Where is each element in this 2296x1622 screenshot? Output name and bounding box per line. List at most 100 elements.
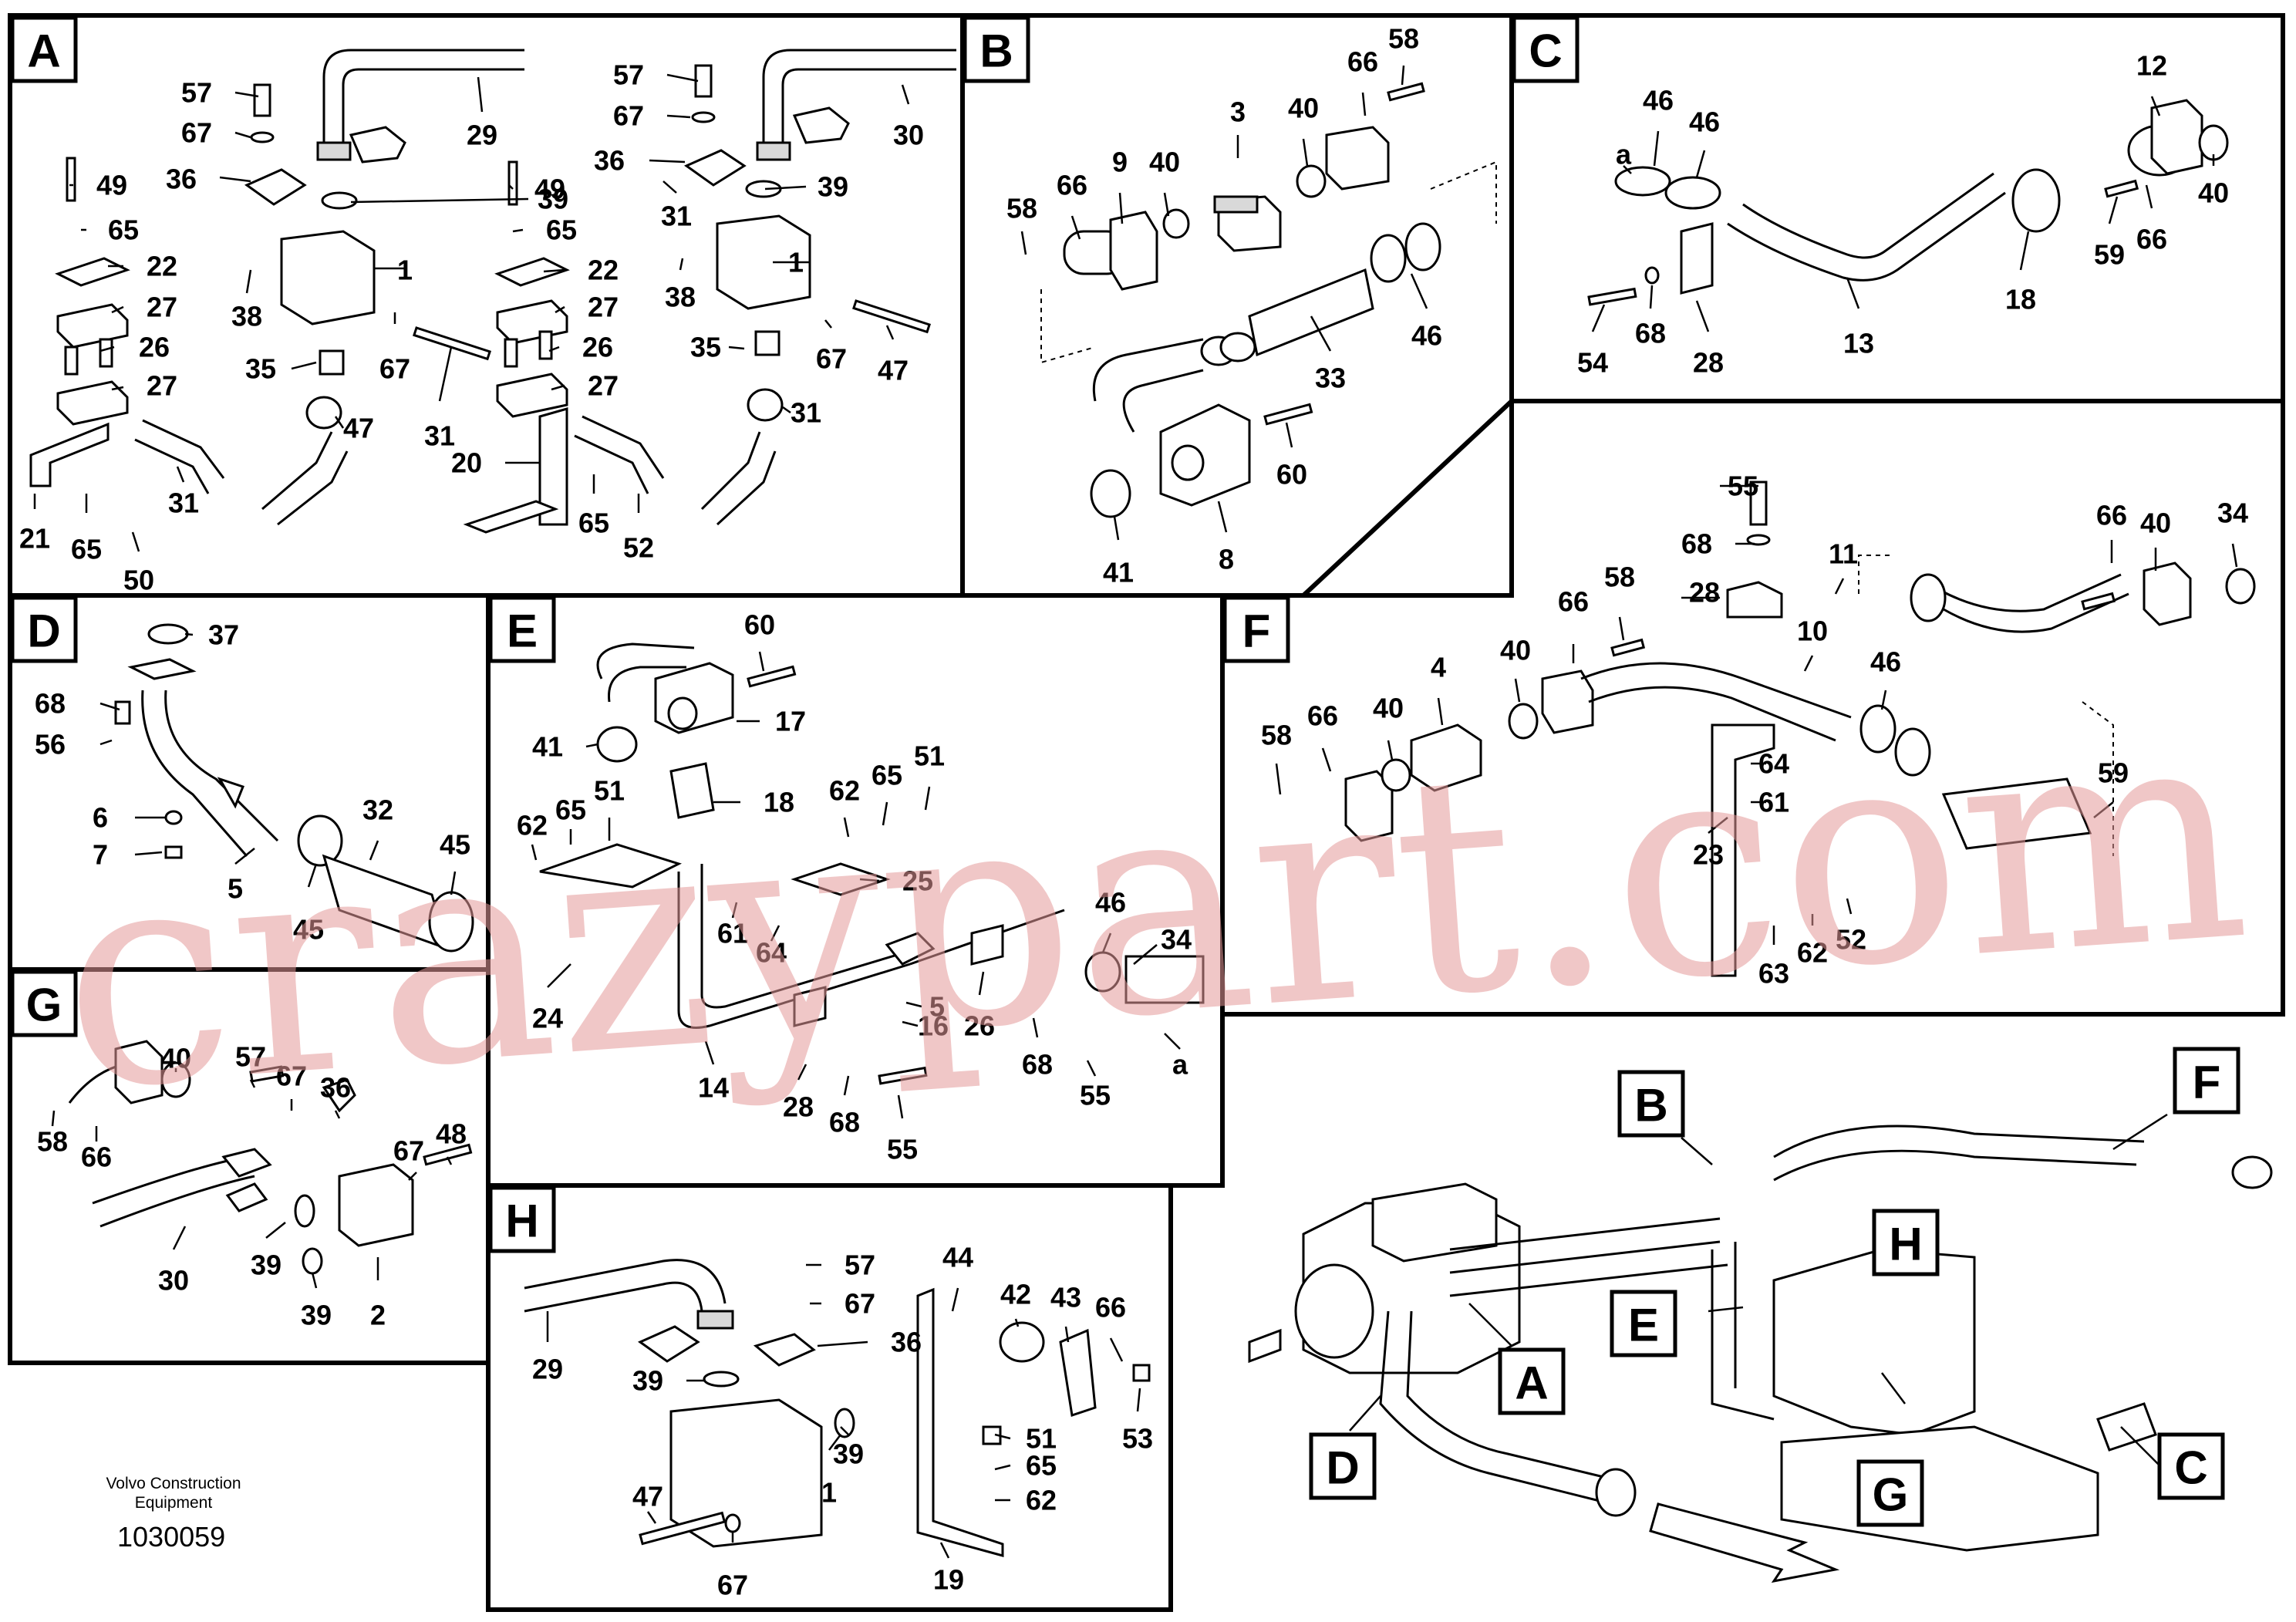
overview-label-H: H [1872, 1209, 1940, 1276]
part-callout-A-27: 27 [147, 370, 177, 402]
panel-B-letter: B [979, 25, 1013, 77]
part-callout-F-63: 63 [1758, 958, 1789, 990]
part-callout-E-17: 17 [775, 706, 806, 737]
callout-leader [1164, 1033, 1181, 1050]
callout-leader [111, 305, 124, 314]
part-callout-E-51: 51 [914, 740, 945, 772]
panel-E-parts [539, 642, 1205, 1085]
part-callout-A-1: 1 [397, 255, 413, 286]
panel-D-letter: D [27, 605, 60, 657]
callout-leader [1275, 763, 1282, 795]
panel-E-badge: E [488, 595, 556, 663]
part-callout-H-39: 39 [632, 1365, 663, 1397]
part-callout-E-18: 18 [764, 787, 794, 818]
panel-H-badge: H [488, 1185, 556, 1253]
callout-leader [902, 1020, 919, 1027]
callout-leader [843, 817, 850, 838]
callout-leader [234, 131, 251, 139]
part-callout-E-28: 28 [783, 1091, 814, 1123]
callout-leader [1020, 231, 1027, 255]
part-callout-H-36: 36 [891, 1327, 922, 1358]
caption-line-1: Volvo Construction [106, 1475, 241, 1492]
part-callout-A-27: 27 [147, 292, 177, 323]
part-callout-B-41: 41 [1103, 557, 1134, 588]
panel-G-badge: G [10, 969, 78, 1037]
overview-label-E: E [1610, 1290, 1677, 1357]
part-callout-B-58: 58 [1006, 193, 1037, 224]
part-callout-G-39: 39 [251, 1249, 282, 1281]
callout-leader [1321, 747, 1332, 772]
document-number: 1030059 [117, 1521, 225, 1553]
overview-label-D: D [1309, 1432, 1377, 1500]
part-callout-D-5: 5 [228, 873, 243, 905]
part-callout-F-11: 11 [1829, 538, 1858, 570]
part-callout-G-48: 48 [436, 1118, 467, 1150]
part-callout-C-18: 18 [2005, 284, 2036, 315]
callout-leader [1217, 501, 1228, 533]
callout-leader [131, 531, 140, 552]
callout-leader [905, 1001, 922, 1008]
callout-leader [1387, 740, 1394, 760]
part-callout-G-67: 67 [276, 1061, 307, 1092]
part-callout-G-2: 2 [370, 1300, 386, 1331]
panel-H-letter: H [505, 1195, 538, 1247]
panel-G-letter: G [26, 980, 62, 1031]
part-callout-E-5: 5 [929, 991, 945, 1023]
svg-text:E: E [1628, 1300, 1659, 1351]
overview-label-B: B [1617, 1070, 1685, 1138]
part-callout-C-28: 28 [1693, 347, 1724, 379]
callout-leader [184, 632, 194, 636]
part-callout-B-3: 3 [1230, 96, 1246, 128]
part-callout-A-39: 39 [538, 184, 568, 215]
part-callout-A-30: 30 [893, 120, 924, 151]
callout-leader [885, 325, 895, 340]
part-callout-A-22: 22 [588, 255, 619, 286]
part-callout-A-31: 31 [661, 201, 692, 232]
part-callout-A-57: 57 [181, 77, 212, 109]
callout-leader [1514, 678, 1521, 703]
part-callout-F-61: 61 [1758, 787, 1789, 818]
part-callout-G-36: 36 [320, 1072, 351, 1104]
part-callout-A-67: 67 [816, 343, 847, 375]
callout-leader [859, 878, 880, 882]
callout-leader [508, 184, 514, 190]
part-callout-H-42: 42 [1000, 1279, 1031, 1310]
part-callout-D-32: 32 [362, 794, 393, 826]
part-callout-B-60: 60 [1276, 459, 1307, 491]
panel-F-parts [1344, 481, 2256, 977]
part-callout-B-9: 9 [1112, 147, 1128, 178]
callout-leader [1591, 304, 1606, 332]
panel-A-badge: A [10, 15, 78, 83]
panel-F-letter: F [1242, 605, 1271, 657]
part-callout-H-62: 62 [1026, 1485, 1057, 1516]
overview-callouts: B F H E A D G C [1309, 1047, 2240, 1527]
panel-A-parts [29, 49, 956, 534]
callout-leader [2108, 196, 2119, 224]
callout-leader [924, 786, 931, 811]
part-callout-A-36: 36 [594, 145, 625, 177]
part-callout-F-40: 40 [1373, 693, 1404, 724]
callout-leader [2093, 801, 2114, 818]
callout-leader [1014, 1318, 1020, 1327]
overview-label-C: C [2157, 1432, 2225, 1500]
callout-leader [547, 963, 571, 988]
callout-leader [797, 1064, 807, 1081]
callout-leader [548, 346, 560, 352]
callout-leader [234, 91, 259, 98]
callout-leader [1118, 192, 1124, 224]
callout-leader [2145, 184, 2153, 209]
callout-leader [172, 1226, 187, 1250]
svg-text:B: B [1634, 1080, 1667, 1131]
callout-leader [1163, 192, 1170, 217]
callout-leader [1133, 944, 1158, 965]
part-callout-D-56: 56 [35, 729, 66, 760]
panel-D-parts [114, 623, 474, 953]
callout-leader [334, 416, 345, 429]
panel-D-badge: D [10, 595, 78, 663]
panel-B-parts [1040, 82, 1497, 518]
part-callout-E-68: 68 [829, 1107, 860, 1138]
svg-text:A: A [1515, 1357, 1548, 1409]
callout-leader [770, 925, 781, 942]
